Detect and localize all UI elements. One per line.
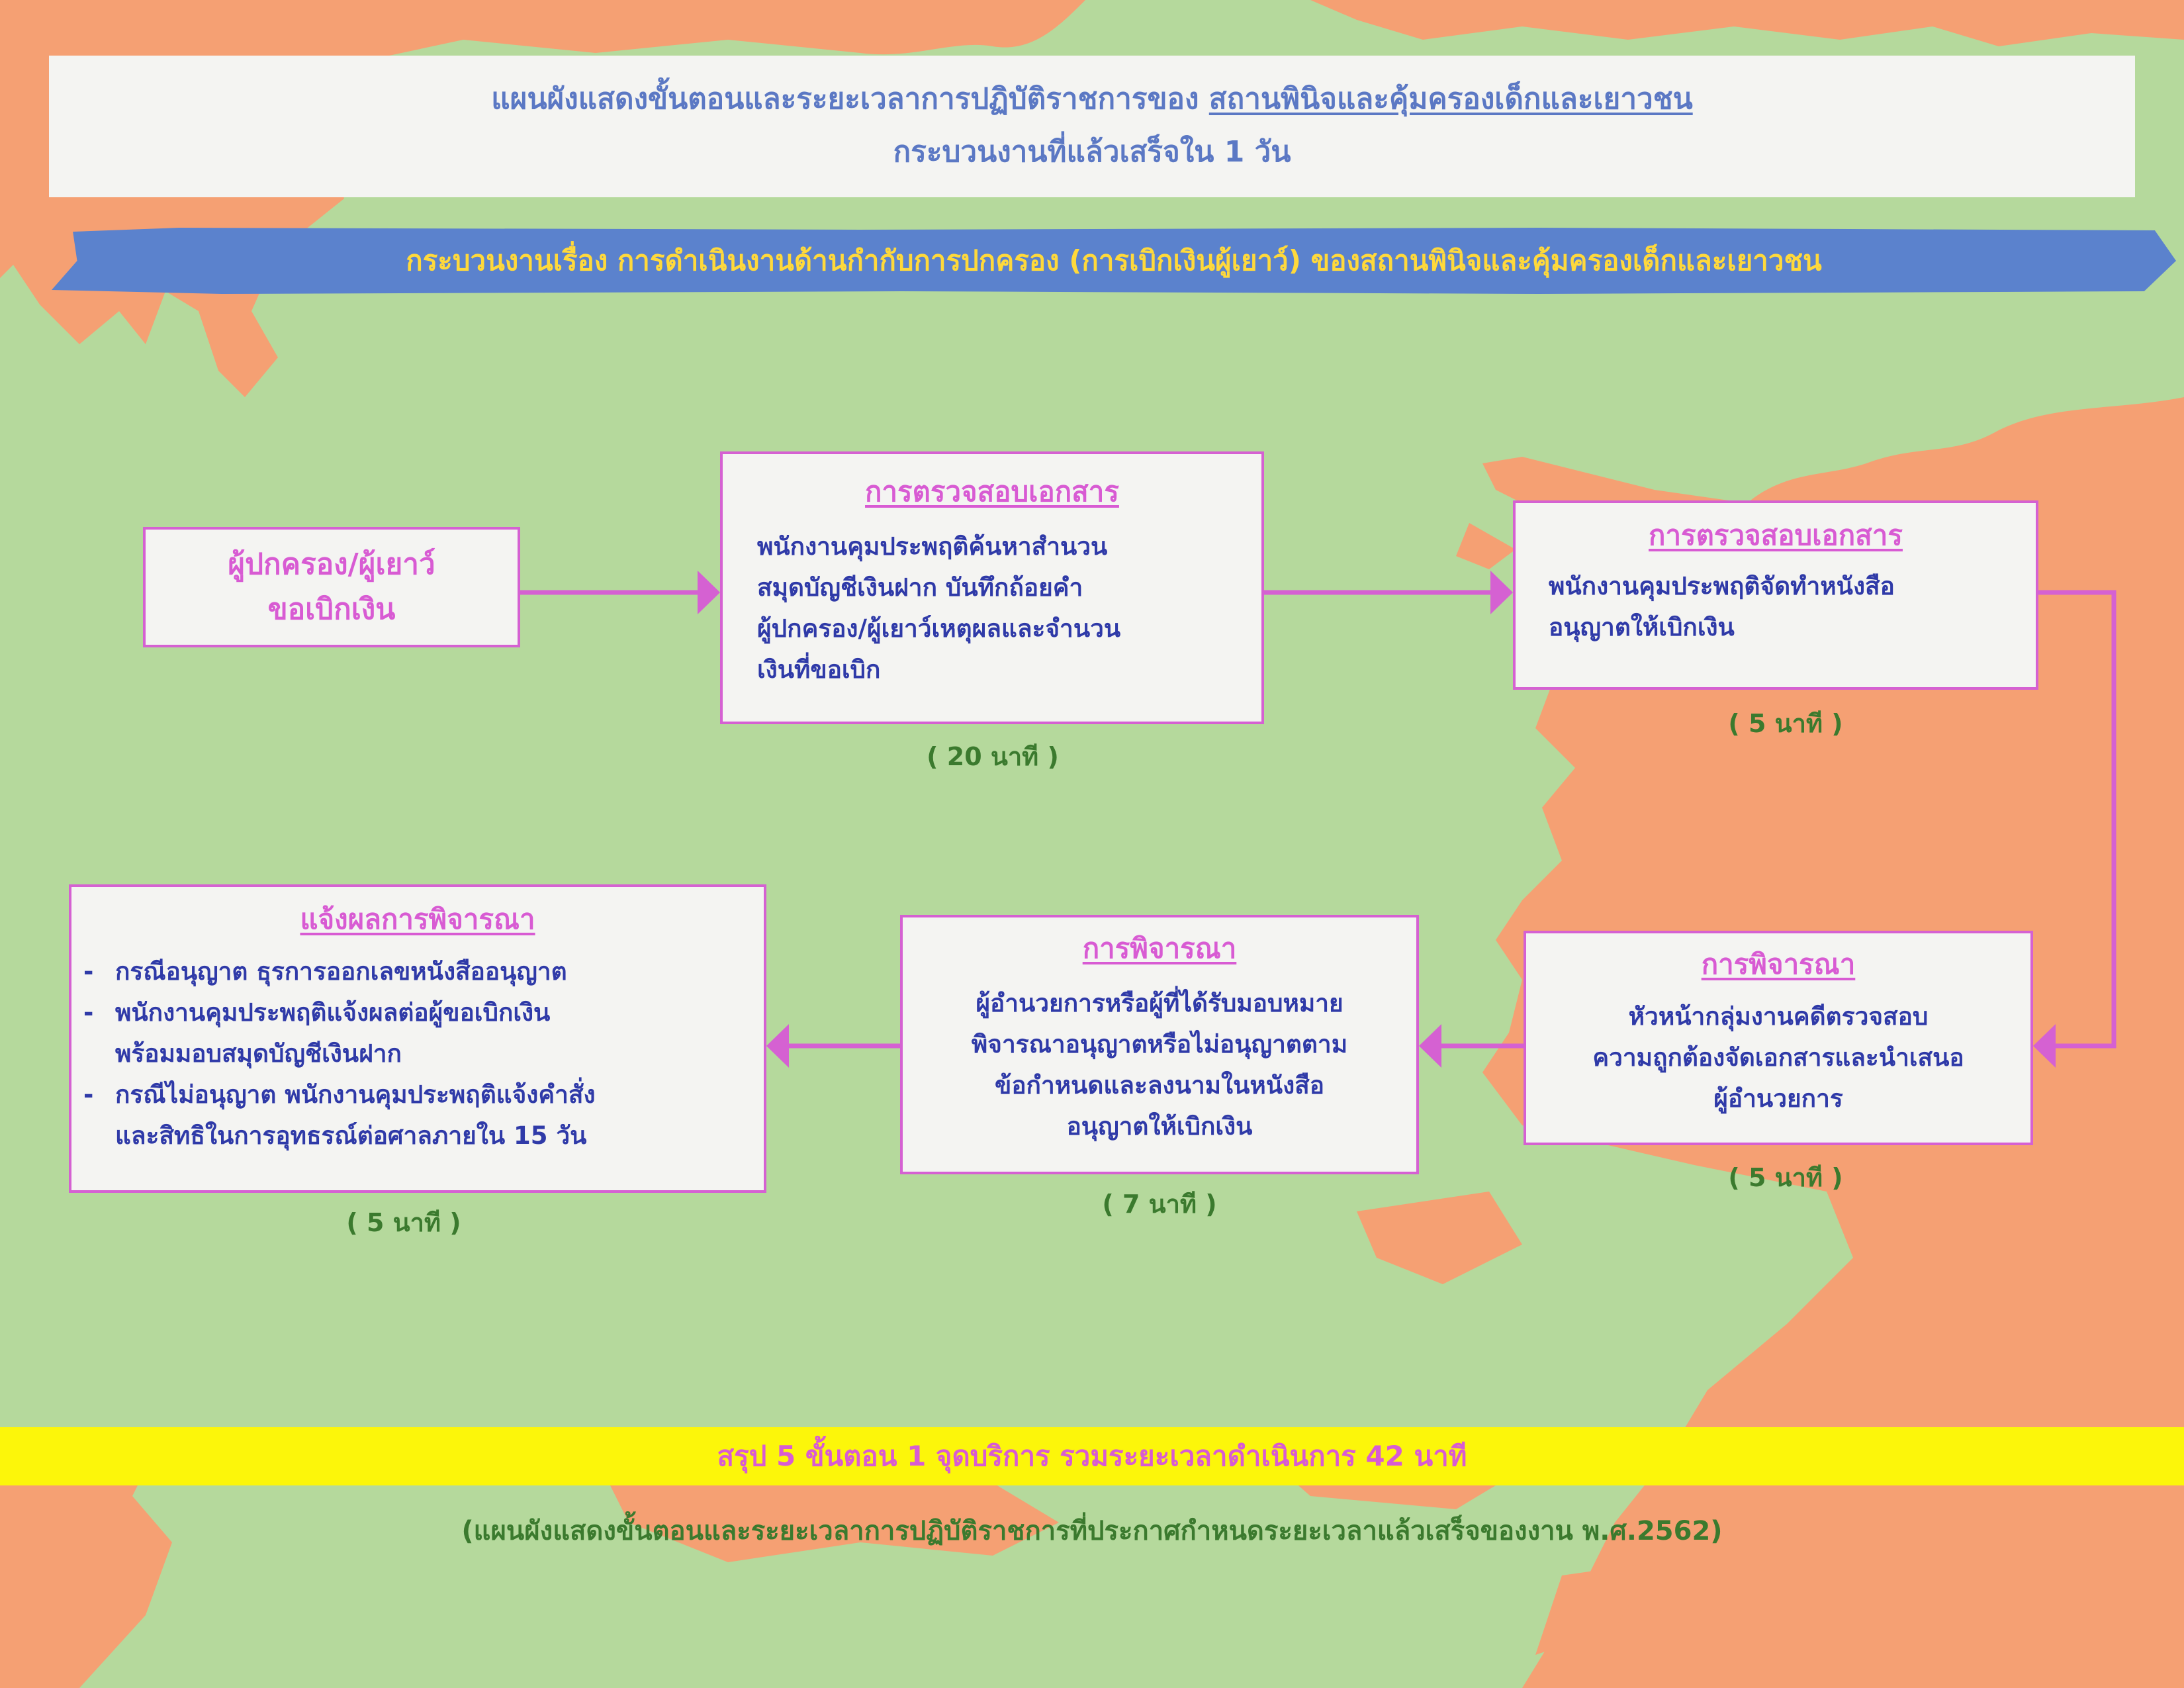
step-5-bullet: - กรณีไม่อนุญาต พนักงานคุมประพฤติแจ้งคำส…	[83, 1074, 757, 1156]
step-4-review: การพิจารณา ผู้อำนวยการหรือผู้ที่ได้รับมอ…	[900, 915, 1419, 1174]
step-5-bullet: - กรณีอนุญาต ธุรการออกเลขหนังสืออนุญาต	[83, 951, 757, 992]
step-3-body: หัวหน้ากลุ่มงานคดีตรวจสอบ ความถูกต้องจัด…	[1526, 983, 2030, 1119]
title-organization: สถานพินิจและคุ้มครองเด็กและเยาวชน	[1208, 82, 1693, 116]
step-5-bullet-line: และสิทธิในการอุทธรณ์ต่อศาลภายใน 15 วัน	[115, 1121, 587, 1150]
step-2-line: พนักงานคุมประพฤติจัดทำหนังสือ	[1549, 571, 1895, 600]
step-1-line: พนักงานคุมประพฤติค้นหาสำนวน	[757, 532, 1108, 561]
header-panel: แผนผังแสดงขั้นตอนและระยะเวลาการปฏิบัติรา…	[49, 56, 2135, 197]
step-4-line: อนุญาตให้เบิกเงิน	[1066, 1111, 1253, 1141]
arrowhead-step2	[1490, 571, 1513, 614]
step-2-title: การตรวจสอบเอกสาร	[1649, 519, 1903, 551]
arrowhead-step5	[766, 1024, 789, 1068]
summary-text: สรุป 5 ขั้นตอน 1 จุดบริการ รวมระยะเวลาดำ…	[717, 1440, 1467, 1472]
page-title: แผนผังแสดงขั้นตอนและระยะเวลาการปฏิบัติรา…	[49, 85, 2135, 114]
step-3-line: ผู้อำนวยการ	[1713, 1084, 1843, 1113]
start-line-1: ผู้ปกครอง/ผู้เยาว์	[228, 547, 435, 581]
step-5-bullet: - พนักงานคุมประพฤติแจ้งผลต่อผู้ขอเบิกเงิ…	[83, 992, 757, 1074]
arrowhead-step4	[1419, 1024, 1441, 1068]
step-5-bullet-line: กรณีอนุญาต ธุรการออกเลขหนังสืออนุญาต	[115, 957, 567, 986]
process-banner: กระบวนงานเรื่อง การดำเนินงานด้านกำกับการ…	[52, 228, 2176, 294]
step-3-review: การพิจารณา หัวหน้ากลุ่มงานคดีตรวจสอบ ควา…	[1524, 931, 2033, 1145]
arrowhead-step1	[698, 571, 720, 614]
step-4-title: การพิจารณา	[1082, 932, 1237, 964]
start-line-2: ขอเบิกเงิน	[267, 592, 396, 626]
step-5-bullet-line: พร้อมมอบสมุดบัญชีเงินฝาก	[115, 1039, 402, 1068]
bullet-dash: -	[83, 957, 94, 986]
step-5-bullet-line: กรณีไม่อนุญาต พนักงานคุมประพฤติแจ้งคำสั่…	[115, 1080, 596, 1109]
title-prefix: แผนผังแสดงขั้นตอนและระยะเวลาการปฏิบัติรา…	[491, 82, 1199, 116]
step-2-line: อนุญาตให้เบิกเงิน	[1549, 612, 1735, 641]
step-4-line: ผู้อำนวยการหรือผู้ที่ได้รับมอบหมาย	[976, 988, 1343, 1017]
step-5-title: แจ้งผลการพิจารณา	[300, 903, 535, 935]
step-5-notify-result: แจ้งผลการพิจารณา - กรณีอนุญาต ธุรการออกเ…	[69, 884, 766, 1193]
step-5-bullet-list: - กรณีอนุญาต ธุรการออกเลขหนังสืออนุญาต -…	[71, 951, 764, 1156]
step-1-line: เงินที่ขอเบิก	[757, 655, 881, 684]
step-3-time: ( 5 นาที )	[1728, 1163, 1843, 1192]
connector-step2-to-step3	[2038, 590, 2116, 1049]
step-3-line: หัวหน้ากลุ่มงานคดีตรวจสอบ	[1628, 1002, 1929, 1031]
step-5-bullet-line: พนักงานคุมประพฤติแจ้งผลต่อผู้ขอเบิกเงิน	[115, 998, 551, 1027]
footer-note: (แผนผังแสดงขั้นตอนและระยะเวลาการปฏิบัติร…	[461, 1516, 1723, 1546]
step-2-time: ( 5 นาที )	[1728, 709, 1843, 738]
bullet-dash: -	[83, 998, 94, 1027]
summary-bar: สรุป 5 ขั้นตอน 1 จุดบริการ รวมระยะเวลาดำ…	[0, 1427, 2184, 1485]
step-2-body: พนักงานคุมประพฤติจัดทำหนังสือ อนุญาตให้เ…	[1516, 554, 2036, 648]
step-2-document-check: การตรวจสอบเอกสาร พนักงานคุมประพฤติจัดทำห…	[1513, 500, 2038, 690]
page-subtitle: กระบวนงานที่แล้วเสร็จใน 1 วัน	[893, 135, 1291, 169]
step-3-title: การพิจารณา	[1701, 948, 1856, 980]
step-1-line: ผู้ปกครอง/ผู้เยาว์เหตุผลและจำนวน	[757, 614, 1121, 643]
step-4-body: ผู้อำนวยการหรือผู้ที่ได้รับมอบหมาย พิจาร…	[903, 967, 1416, 1147]
banner-text: กระบวนงานเรื่อง การดำเนินงานด้านกำกับการ…	[406, 244, 1822, 277]
bullet-dash: -	[83, 1080, 94, 1109]
step-1-body: พนักงานคุมประพฤติค้นหาสำนวน สมุดบัญชีเงิ…	[723, 510, 1261, 690]
arrowhead-step3	[2033, 1024, 2056, 1068]
step-1-line: สมุดบัญชีเงินฝาก บันทึกถ้อยคำ	[757, 573, 1083, 602]
step-3-line: ความถูกต้องจัดเอกสารและนำเสนอ	[1592, 1043, 1964, 1072]
step-5-time: ( 5 นาที )	[346, 1208, 461, 1237]
step-4-line: พิจารณาอนุญาตหรือไม่อนุญาตตาม	[971, 1029, 1348, 1058]
step-1-document-check: การตรวจสอบเอกสาร พนักงานคุมประพฤติค้นหาส…	[720, 451, 1264, 724]
step-1-title: การตรวจสอบเอกสาร	[865, 475, 1119, 508]
start-node: ผู้ปกครอง/ผู้เยาว์ ขอเบิกเงิน	[143, 527, 520, 647]
step-1-time: ( 20 นาที )	[927, 742, 1059, 771]
step-4-time: ( 7 นาที )	[1102, 1190, 1217, 1219]
step-4-line: ข้อกำหนดและลงนามในหนังสือ	[995, 1070, 1324, 1100]
